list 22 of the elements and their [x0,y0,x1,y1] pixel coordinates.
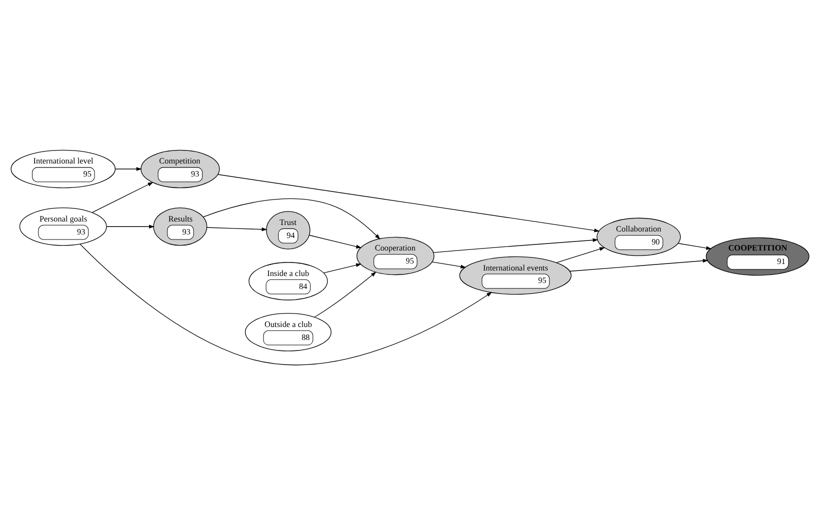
arrow [569,258,708,272]
arrow [678,242,712,250]
arrow [114,166,142,170]
arrow [206,226,268,231]
node-ellipse: Trust 94 [266,210,310,249]
arrow [80,243,492,365]
node-ellipse: International level 95 [10,149,116,188]
node-ellipse: Personal goals 93 [19,206,107,246]
arrow [106,224,154,228]
arrow [309,234,362,248]
arrow [92,182,154,212]
arrow [433,238,598,252]
arrow [218,174,600,232]
arrow [432,261,466,268]
arrow [314,271,376,317]
arrow [556,246,606,263]
node-ellipse: Results 93 [153,206,208,246]
arrow [202,198,380,239]
node-ellipse: Inside a club 84 [248,262,328,300]
node-ellipse: Collaboration 90 [596,217,681,256]
arrow [323,262,362,273]
node-ellipse: Outside a club 88 [244,312,332,351]
